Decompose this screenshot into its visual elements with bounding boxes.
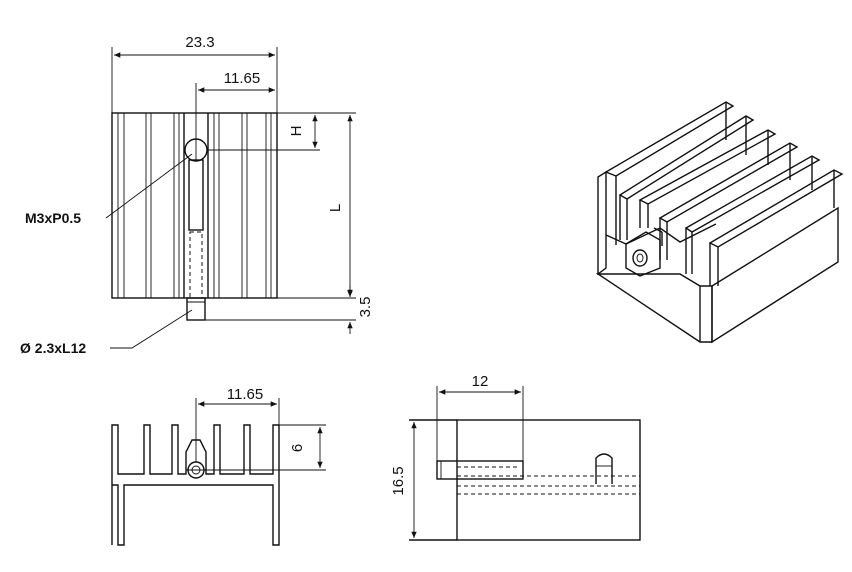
front-fins — [117, 113, 272, 298]
dim-bottom-offset-label: 11.65 — [227, 386, 263, 403]
isometric-view — [595, 101, 844, 344]
pin-callout-label: Ø 2.3xL12 — [20, 340, 86, 356]
dim-fin-depth: 6 — [206, 424, 326, 471]
dim-height-label: 16.5 — [390, 466, 407, 495]
dim-length: L — [277, 112, 356, 299]
center-slot — [183, 113, 209, 321]
bottom-view: 11.65 6 — [111, 386, 326, 546]
bottom-pin — [186, 461, 206, 479]
pin-boss — [625, 227, 663, 277]
side-boss — [595, 453, 613, 484]
dim-hole-from-top: H — [207, 112, 320, 151]
dim-l-label: L — [327, 204, 344, 212]
dim-pin-offset-label: 12 — [472, 373, 489, 390]
dim-pin-offset: 12 — [436, 373, 524, 461]
dim-pin-length: 3.5 — [205, 285, 374, 334]
dim-h-label: H — [288, 126, 305, 137]
thread-callout-label: M3xP0.5 — [25, 210, 81, 226]
dim-bottom-hole-offset: 11.65 — [195, 386, 280, 462]
dim-hole-offset: 11.65 — [195, 70, 275, 140]
dim-width-23-3: 23.3 — [111, 34, 278, 113]
thread-callout: M3xP0.5 — [25, 153, 193, 226]
dim-fin-depth-label: 6 — [289, 444, 306, 452]
side-view: 12 16.5 — [390, 373, 641, 541]
dim-height: 16.5 — [390, 422, 417, 538]
dim-width-label: 23.3 — [185, 34, 214, 51]
side-pin — [436, 460, 524, 480]
pin-callout: Ø 2.3xL12 — [20, 309, 193, 356]
dim-hole-offset-label: 11.65 — [224, 70, 260, 87]
dim-pin-length-label: 3.5 — [357, 297, 374, 318]
front-view: 23.3 11.65 H L 3.5 — [20, 34, 374, 356]
